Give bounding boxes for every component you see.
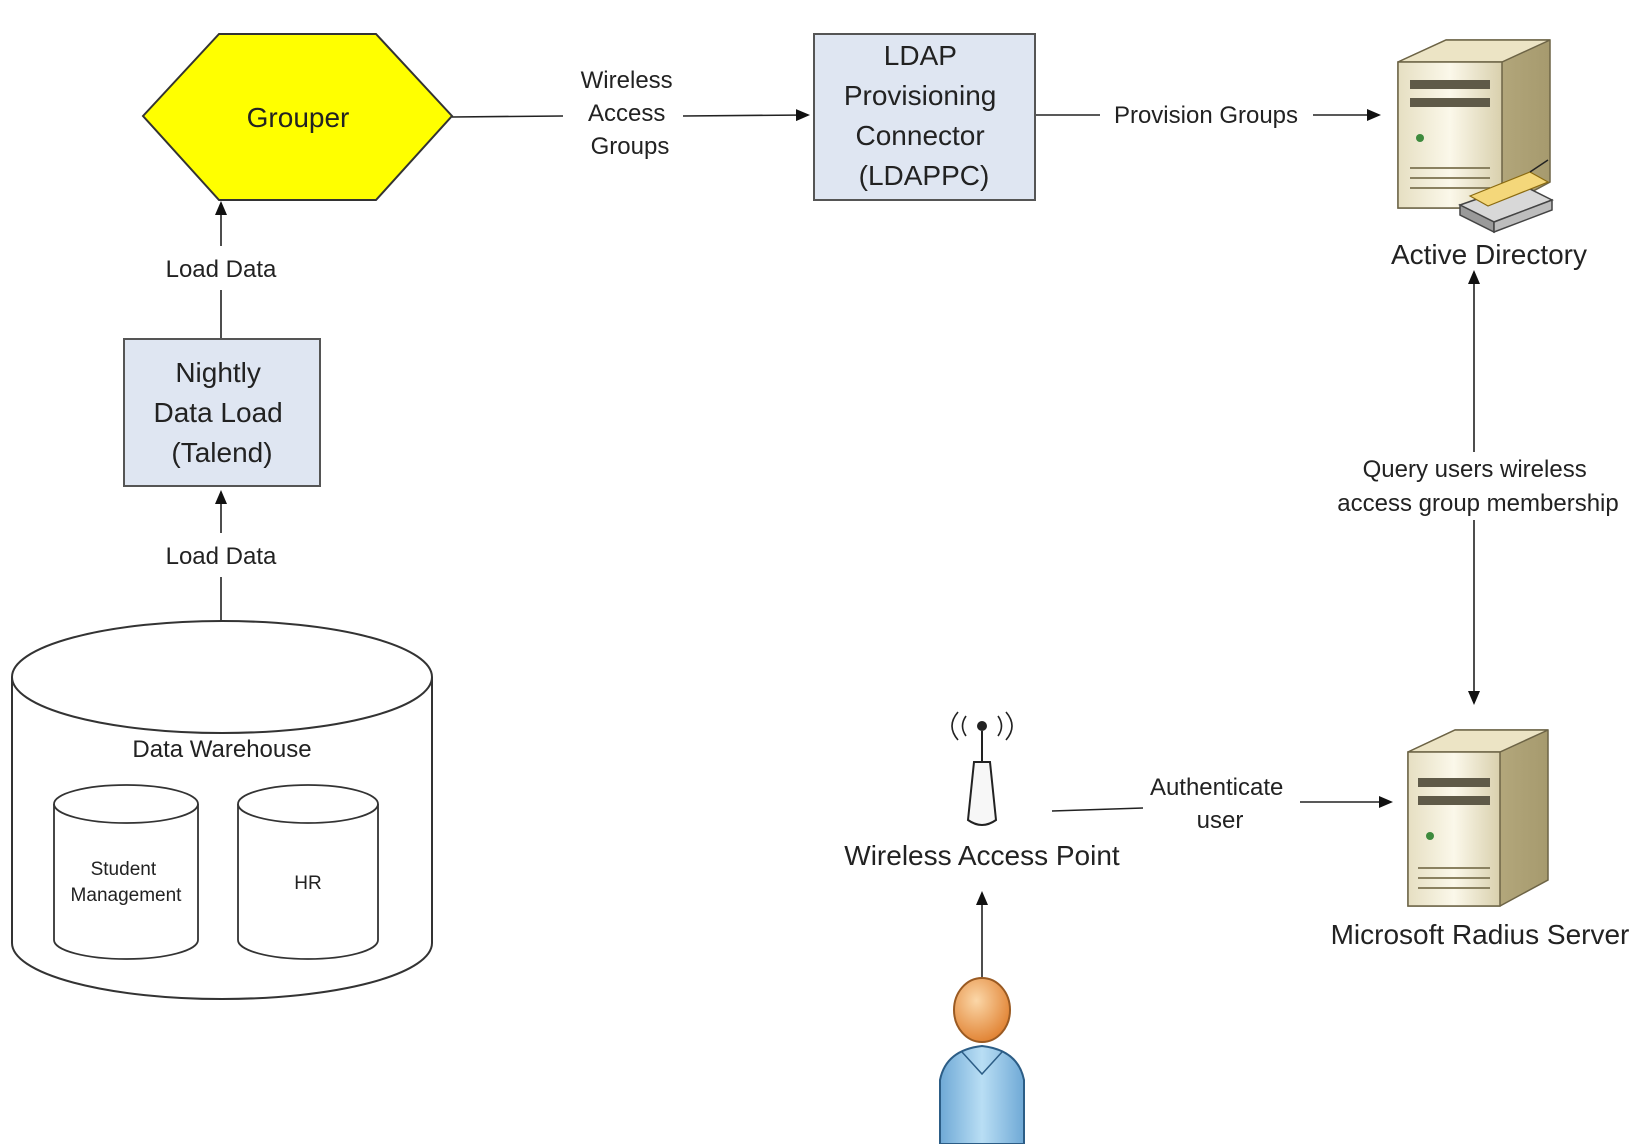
- active-directory-label: Active Directory: [1391, 239, 1587, 270]
- grouper-node[interactable]: Grouper: [141, 33, 454, 201]
- data-warehouse-node[interactable]: Data Warehouse Student Management HR: [11, 620, 433, 1000]
- nightly-data-load-label: Nightly Data Load (Talend): [154, 357, 291, 468]
- ldappc-label: LDAP Provisioning Connector (LDAPPC): [844, 40, 1004, 191]
- edge-grouper-to-ldappc: [451, 115, 564, 118]
- edge-grouper-to-ldappc-arrow: [682, 109, 810, 122]
- radius-server-label: Microsoft Radius Server: [1331, 919, 1630, 950]
- wireless-access-point-node[interactable]: Wireless Access Point: [844, 711, 1120, 871]
- wireless-access-point-label: Wireless Access Point: [844, 840, 1120, 871]
- student-management-label: Student Management: [71, 859, 183, 906]
- edge-label-load-data-bottom: Load Data: [166, 543, 277, 570]
- server-icon: [1407, 729, 1549, 907]
- hr-label: HR: [294, 873, 321, 894]
- ldappc-node[interactable]: LDAP Provisioning Connector (LDAPPC): [813, 33, 1036, 201]
- edge-label-query-membership: Query users wireless access group member…: [1337, 456, 1618, 517]
- server-icon: [1397, 39, 1554, 234]
- antenna-icon: [951, 711, 1013, 826]
- nightly-data-load-node[interactable]: Nightly Data Load (Talend): [123, 338, 321, 487]
- edge-label-provision-groups: Provision Groups: [1114, 102, 1298, 129]
- hr-db[interactable]: HR: [237, 784, 379, 960]
- edge-label-authenticate-user: Authenticate user: [1150, 774, 1290, 834]
- edge-ap-to-radius: [1051, 807, 1144, 812]
- radius-server-node[interactable]: Microsoft Radius Server: [1331, 729, 1630, 950]
- student-management-db[interactable]: Student Management: [53, 784, 199, 960]
- edge-label-load-data-top: Load Data: [166, 256, 277, 283]
- user-icon[interactable]: [939, 977, 1025, 1144]
- data-warehouse-label: Data Warehouse: [132, 736, 311, 763]
- active-directory-node[interactable]: Active Directory: [1391, 39, 1587, 270]
- edge-label-wireless-access-groups: Wireless Access Groups: [581, 67, 680, 160]
- grouper-label: Grouper: [247, 102, 350, 133]
